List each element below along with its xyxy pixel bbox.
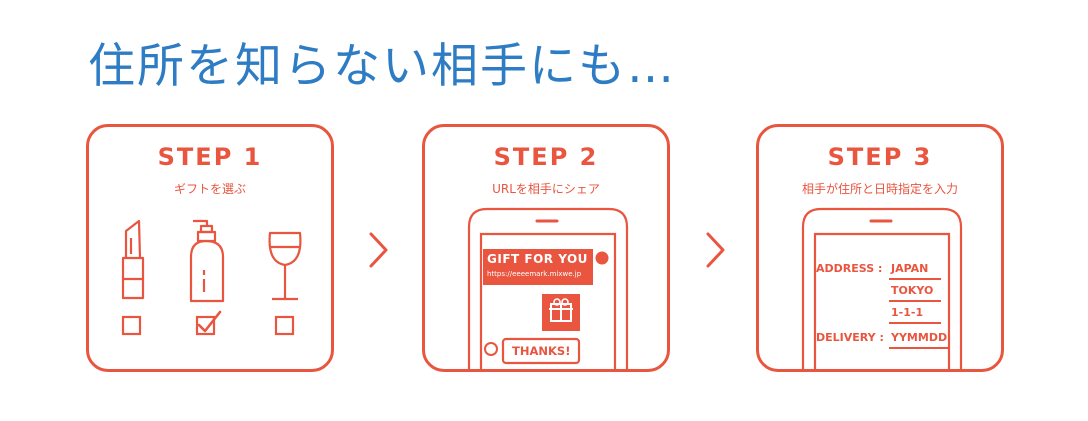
step-1-subtitle: ギフトを選ぶ: [173, 182, 246, 196]
step-3-card: STEP 3 相手が住所と日時指定を入力 ADDRESS : JAPAN TOK…: [756, 124, 1004, 372]
delivery-label: DELIVERY :: [816, 331, 884, 344]
step-2-subtitle: URLを相手にシェア: [492, 182, 600, 196]
step-1-illustration: [121, 219, 302, 336]
gift-box-icon: [542, 294, 580, 331]
pump-bottle-checkbox: [195, 310, 222, 336]
step-1-title: STEP 1: [157, 143, 263, 171]
thanks-reply-text: THANKS!: [512, 344, 571, 358]
thanks-bubble: [501, 337, 581, 365]
gift-message-title: GIFT FOR YOU: [487, 252, 588, 266]
address-line-3: 1-1-1: [891, 306, 924, 319]
phone-form-illustration: [801, 207, 963, 369]
chevron-right-icon: [369, 232, 388, 268]
lipstick-icon: [121, 219, 145, 300]
receiver-avatar: [484, 342, 498, 356]
step-3-title: STEP 3: [827, 143, 933, 171]
smartphone-icon: [801, 207, 963, 369]
address-label: ADDRESS :: [816, 262, 883, 275]
address-line-2: TOKYO: [891, 284, 934, 297]
delivery-value: YYMMDD: [891, 331, 948, 344]
wine-glass-checkbox: [274, 315, 295, 336]
step-2-card: STEP 2 URLを相手にシェア GIFT FOR YOU https://e…: [422, 124, 670, 372]
address-line-1: JAPAN: [891, 262, 929, 275]
gift-message-bubble: [483, 249, 593, 285]
step-2-title: STEP 2: [493, 143, 599, 171]
lipstick-checkbox: [121, 315, 142, 336]
pump-bottle-icon: [189, 219, 225, 303]
chevron-right-icon: [706, 232, 725, 268]
step-3-subtitle: 相手が住所と日時指定を入力: [801, 182, 958, 196]
gift-message-url: https://eeeemark.mixwe.jp: [487, 270, 582, 278]
page-headline: 住所を知らない相手にも…: [88, 39, 676, 94]
smartphone-icon: [467, 207, 629, 369]
step-1-card: STEP 1 ギフトを選ぶ: [86, 124, 334, 372]
address-underlines: [889, 278, 950, 349]
wine-glass-icon: [268, 231, 302, 301]
phone-chat-illustration: [467, 207, 629, 369]
sender-avatar: [595, 251, 609, 265]
